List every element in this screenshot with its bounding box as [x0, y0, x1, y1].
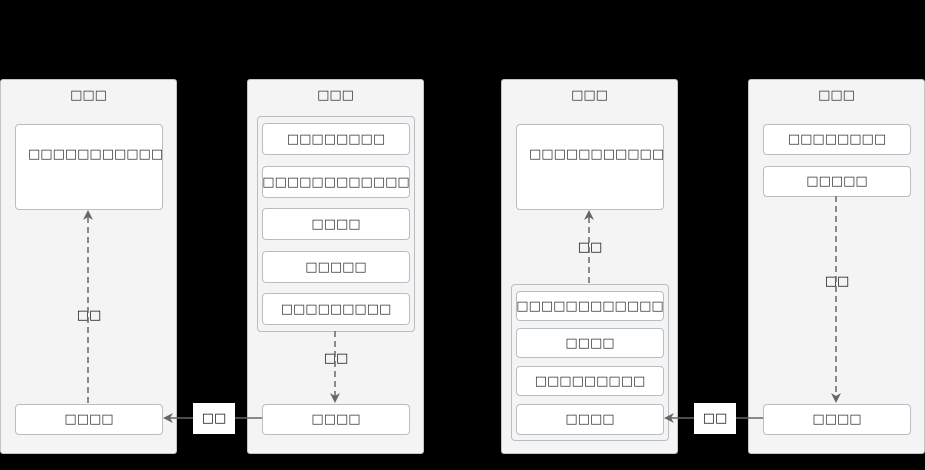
panel-1: □□□ □□□□□□□□□□□□□ □□□□□□□□□□□ □□ □□□□ — [0, 79, 177, 454]
connector-1-label: □□ — [193, 403, 235, 434]
panel-3-item-1: □□□□□□□□□□□□□□ — [516, 291, 664, 321]
panel-2-item-3: □□□□ — [262, 208, 410, 240]
panel-4-item-1: □□□□□□□□ — [763, 124, 911, 155]
panel-3: □□□ □□□□□□□□□□□□□ □□□□□□□□□□□ □□ □□□□□□□… — [501, 79, 678, 454]
panel-1-arrow-label: □□ — [74, 307, 104, 325]
panel-2-title: □□□ — [317, 88, 354, 103]
panel-4-bottom-box: □□□□ — [763, 404, 911, 435]
panel-2-item-1: □□□□□□□□ — [262, 123, 410, 155]
panel-4-item-2: □□□□□ — [763, 166, 911, 197]
panel-4-title: □□□ — [818, 88, 855, 103]
panel-1-title: □□□ — [70, 88, 107, 103]
panel-1-note: □□□□□□□□□□□□□ □□□□□□□□□□□ — [15, 124, 163, 210]
panel-3-item-group — [511, 284, 669, 441]
connector-2-label: □□ — [694, 403, 736, 434]
panel-2-item-4: □□□□□ — [262, 251, 410, 283]
panel-2-item-group — [257, 116, 415, 332]
panel-3-item-2: □□□□ — [516, 328, 664, 358]
panel-3-note: □□□□□□□□□□□□□ □□□□□□□□□□□ — [516, 124, 664, 210]
panel-3-item-3: □□□□□□□□□ — [516, 366, 664, 396]
panel-3-arrow-label: □□ — [575, 239, 605, 257]
panel-3-item-4: □□□□ — [516, 404, 664, 435]
panel-3-note-line-1: □□□□□□□□□□□□□ — [529, 147, 664, 162]
panel-2-item-2: □□□□□□□□□□□□□□ — [262, 166, 410, 198]
panel-1-note-line-1: □□□□□□□□□□□□□ — [28, 147, 163, 162]
panel-4-arrow-label: □□ — [822, 273, 852, 291]
panel-2-arrow-label: □□ — [321, 350, 351, 368]
panel-4: □□□ □□□□□□□□ □□□□□ □□ □□□□ — [748, 79, 925, 454]
panel-2: □□□ □□□□□□□□ □□□□□□□□□□□□□□ □□□□ □□□□□ □… — [247, 79, 424, 454]
panel-3-title: □□□ — [571, 88, 608, 103]
panel-2-bottom-box: □□□□ — [262, 404, 410, 435]
panel-2-item-5: □□□□□□□□□ — [262, 293, 410, 325]
panel-1-bottom-box: □□□□ — [15, 404, 163, 435]
